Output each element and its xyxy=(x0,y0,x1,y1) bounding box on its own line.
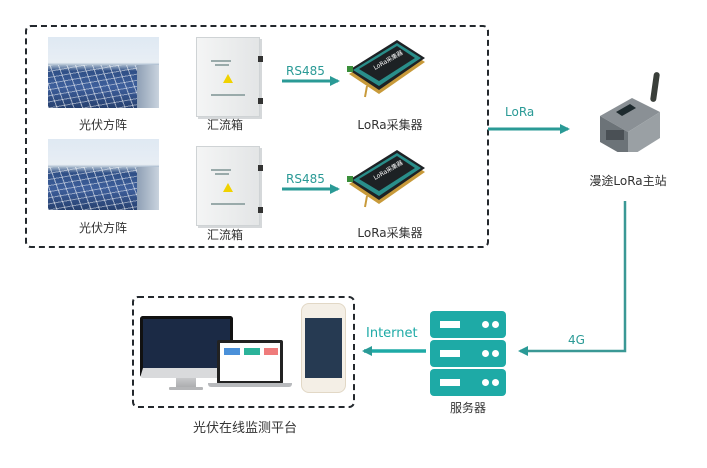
laptop-base xyxy=(208,383,292,387)
platform-group xyxy=(132,296,355,408)
lora-collector-label: LoRa采集器 xyxy=(357,118,423,132)
field-devices-group xyxy=(25,25,489,248)
4g-label: 4G xyxy=(568,333,585,347)
4g-connector-line xyxy=(518,201,627,356)
master-station-label: 漫途LoRa主站 xyxy=(589,174,667,188)
rs485-label: RS485 xyxy=(286,64,325,78)
combiner-box-image xyxy=(196,37,263,117)
desktop-stand xyxy=(176,378,196,388)
laptop-image xyxy=(217,340,283,384)
solar-array-image xyxy=(48,139,159,210)
rs485-label: RS485 xyxy=(286,172,325,186)
lora-link-label: LoRa xyxy=(505,105,535,119)
solar-array-image xyxy=(48,37,159,108)
lora-collector-image: LoRa采集器 xyxy=(347,150,425,208)
lora-collector-label: LoRa采集器 xyxy=(357,226,423,240)
server-label: 服务器 xyxy=(449,401,486,415)
desktop-foot xyxy=(169,387,203,390)
combiner-box-image xyxy=(196,146,263,226)
platform-label: 光伏在线监测平台 xyxy=(192,421,297,436)
phone-image xyxy=(301,303,346,393)
lora-master-station-image xyxy=(600,72,660,152)
solar-array-label: 光伏方阵 xyxy=(78,221,127,235)
combiner-box-label: 汇流箱 xyxy=(206,118,243,132)
solar-array-label: 光伏方阵 xyxy=(78,118,127,132)
internet-label: Internet xyxy=(366,326,418,341)
combiner-box-label: 汇流箱 xyxy=(206,228,243,242)
lora-collector-image: LoRa采集器 xyxy=(347,40,425,98)
